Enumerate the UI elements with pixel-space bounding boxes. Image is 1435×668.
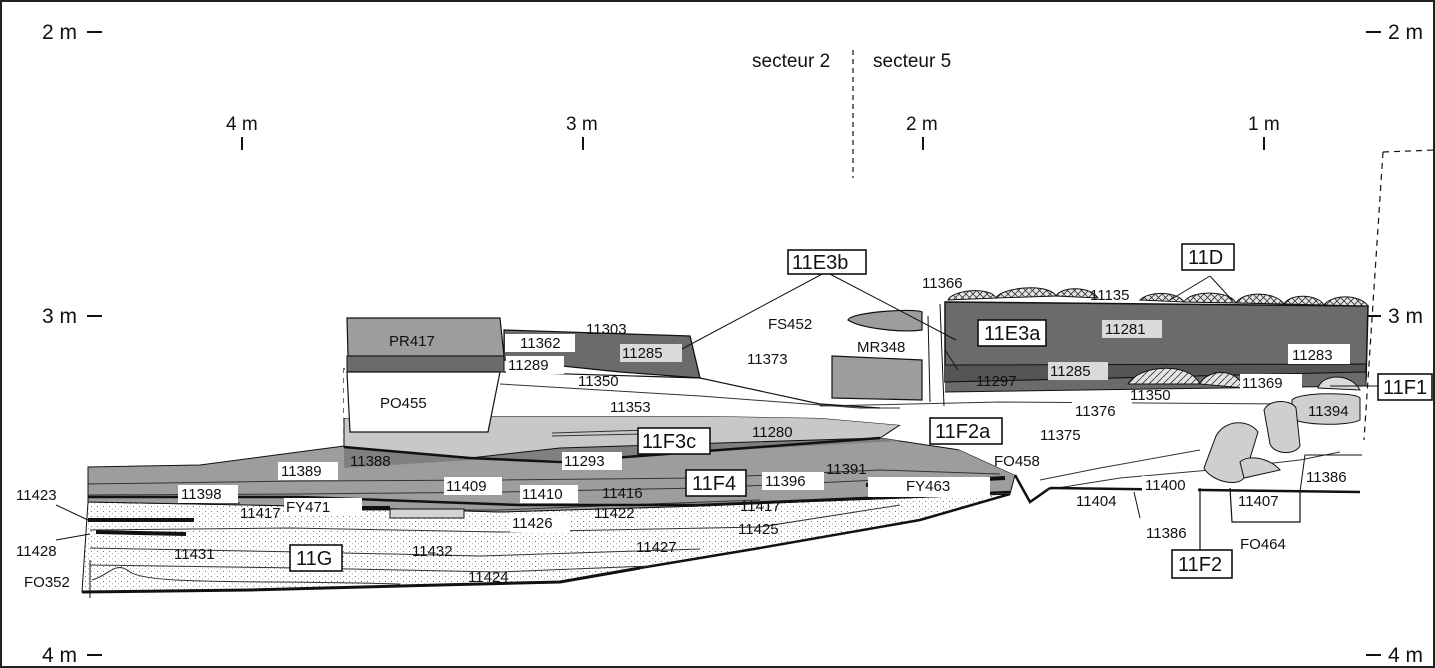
unit-11F2a: 11F2a (935, 421, 991, 443)
layer-11426: 11426 (512, 515, 553, 532)
layer-11D-stones (947, 287, 1369, 307)
layer-11366: 11366 (922, 275, 963, 292)
feature-FO352: FO352 (24, 574, 70, 591)
layer-11423: 11423 (16, 487, 57, 504)
layer-11285-b: 11285 (1050, 363, 1091, 380)
unit-11F3c: 11F3c (642, 431, 696, 453)
layer-11424: 11424 (468, 569, 509, 586)
tilted-stones (1203, 393, 1361, 483)
layer-11373: 11373 (747, 351, 788, 368)
PO455-pit (346, 371, 501, 433)
scale-label-2m: 2 m (906, 114, 938, 135)
layer-11409: 11409 (446, 478, 487, 495)
layer-11297: 11297 (976, 373, 1017, 390)
layer-11289 (346, 355, 505, 373)
layer-11425: 11425 (738, 521, 779, 538)
scale-label-4m: 4 m (226, 114, 258, 135)
layer-11283: 11283 (1292, 347, 1333, 364)
layer-11350-a: 11350 (578, 373, 619, 390)
layer-11386-a: 11386 (1146, 525, 1187, 542)
unit-11F2: 11F2 (1178, 554, 1222, 576)
layer-11375: 11375 (1040, 427, 1081, 444)
unit-11E3b: 11E3b (792, 252, 848, 274)
layer-11303: 11303 (586, 321, 627, 338)
scale-label-3m: 3 m (566, 114, 598, 135)
layer-11350-b: 11350 (1130, 387, 1171, 404)
layer-11400: 11400 (1145, 477, 1186, 494)
depth-label-right-2m: 2 m (1388, 21, 1423, 44)
depth-label-left-3m: 3 m (42, 305, 77, 328)
feature-FO464: FO464 (1240, 536, 1286, 553)
layer-11416: 11416 (602, 485, 643, 502)
layer-11285-a: 11285 (622, 345, 663, 362)
depth-label-right-3m: 3 m (1388, 305, 1423, 328)
layer-labels: 11362 11303 11285 11289 11373 11350 1135… (16, 275, 1350, 586)
layer-11386-b: 11386 (1306, 469, 1347, 486)
feature-PR417: PR417 (389, 333, 435, 350)
layer-11293: 11293 (564, 453, 605, 470)
layer-11398: 11398 (181, 486, 222, 503)
layer-11422: 11422 (594, 505, 635, 522)
MR348-stone-bottom (831, 355, 923, 401)
layer-11369: 11369 (1242, 375, 1283, 392)
feature-FY471: FY471 (286, 499, 330, 516)
feature-PO455: PO455 (380, 395, 427, 412)
layer-11389: 11389 (281, 463, 322, 480)
layer-11362: 11362 (520, 335, 561, 352)
layer-11289: 11289 (508, 357, 549, 374)
layer-11280: 11280 (752, 424, 793, 441)
layer-11353: 11353 (610, 399, 651, 416)
layer-11281: 11281 (1105, 321, 1146, 338)
unit-11D: 11D (1188, 247, 1223, 269)
feature-FS452: FS452 (768, 316, 812, 333)
layer-11428: 11428 (16, 543, 57, 560)
layer-11427: 11427 (636, 539, 677, 556)
MR348-stone-top (847, 309, 923, 332)
sector-label-5: secteur 5 (873, 51, 951, 72)
layer-11394: 11394 (1308, 403, 1349, 420)
sector-label-2: secteur 2 (752, 51, 830, 72)
layer-11388: 11388 (350, 453, 391, 470)
depth-scale: 2 m 3 m 4 m 2 m 3 m 4 m (42, 21, 1423, 667)
scale-label-1m: 1 m (1248, 114, 1280, 135)
layer-11432: 11432 (412, 543, 453, 560)
depth-label-left-2m: 2 m (42, 21, 77, 44)
layer-11135: 11135 (1090, 287, 1130, 304)
depth-label-left-4m: 4 m (42, 644, 77, 667)
layer-11417-a: 11417 (240, 505, 281, 522)
unit-11F1: 11F1 (1383, 377, 1427, 399)
horizontal-scale: 4 m 3 m 2 m 1 m (226, 114, 1280, 150)
unit-labels: 11E3b 11D 11E3a 11F1 11F2a 11F3c 11F4 11… (289, 243, 1433, 579)
unit-11G: 11G (296, 548, 332, 570)
feature-MR348: MR348 (857, 339, 905, 356)
layer-11391: 11391 (826, 461, 867, 478)
leader-lines (55, 271, 1378, 598)
unit-11F4: 11F4 (692, 473, 736, 495)
layer-11396: 11396 (765, 473, 806, 490)
depth-label-right-4m: 4 m (1388, 644, 1423, 667)
unit-11E3a: 11E3a (984, 323, 1041, 345)
feature-labels: PR417 PO455 FS452 MR348 FO458 FO464 FO35… (24, 316, 1286, 591)
layer-11417-b: 11417 (740, 498, 781, 515)
layer-11431: 11431 (174, 546, 215, 563)
feature-FY463: FY463 (906, 478, 950, 495)
feature-FO458: FO458 (994, 453, 1040, 470)
layer-11376: 11376 (1075, 403, 1116, 420)
layer-11407: 11407 (1238, 493, 1279, 510)
layer-11410: 11410 (522, 486, 563, 503)
layer-11404: 11404 (1076, 493, 1117, 510)
